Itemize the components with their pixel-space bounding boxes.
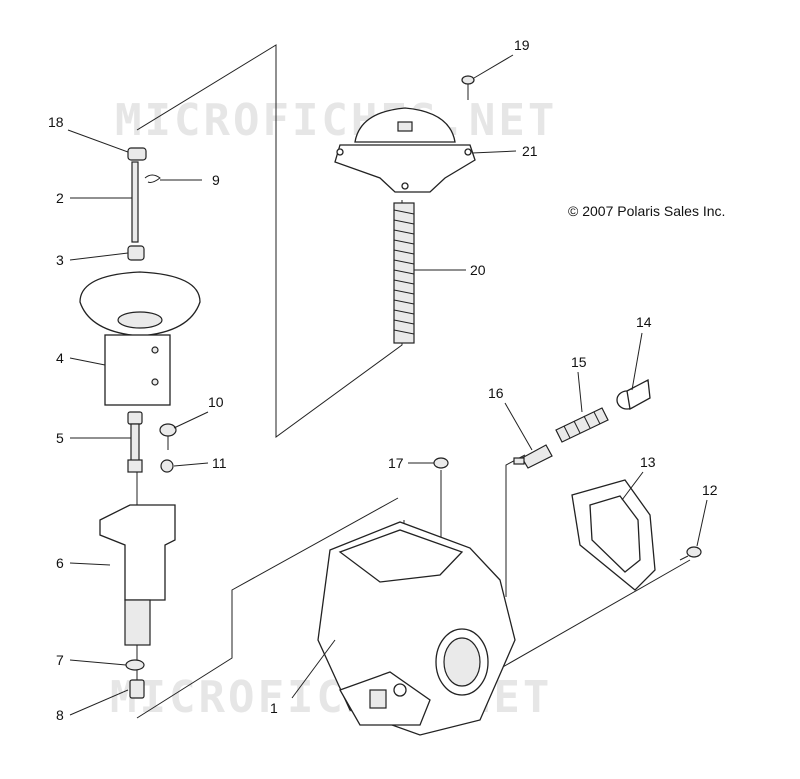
callout-5: 5: [56, 430, 64, 446]
callout-10: 10: [208, 394, 224, 410]
jet-needle-2[interactable]: [131, 161, 139, 243]
callout-19: 19: [514, 37, 530, 53]
screw-19[interactable]: [461, 75, 475, 100]
callout-20: 20: [470, 262, 486, 278]
needle-jet-5[interactable]: [127, 411, 143, 473]
callout-16: 16: [488, 385, 504, 401]
callout-1: 1: [270, 700, 278, 716]
spring-15[interactable]: [555, 407, 609, 443]
e-clip-9[interactable]: [144, 174, 161, 183]
callout-3: 3: [56, 252, 64, 268]
nut-18[interactable]: [127, 147, 147, 161]
screw-12[interactable]: [679, 546, 702, 561]
callout-7: 7: [56, 652, 64, 668]
callout-14: 14: [636, 314, 652, 330]
copyright-text: © 2007 Polaris Sales Inc.: [568, 203, 725, 219]
cap-14[interactable]: [616, 378, 651, 411]
gasket-13[interactable]: [571, 479, 656, 591]
carburetor-top-cover-21[interactable]: [334, 107, 476, 193]
callout-4: 4: [56, 350, 64, 366]
spring-20[interactable]: [393, 202, 415, 344]
callout-6: 6: [56, 555, 64, 571]
starter-plunger-16[interactable]: [513, 444, 553, 469]
watermark-top: MICROFICHES.NET: [115, 95, 557, 146]
callout-18: 18: [48, 114, 64, 130]
lock-washer-11[interactable]: [160, 459, 174, 473]
callout-11: 11: [212, 455, 227, 471]
main-jet-8[interactable]: [129, 679, 145, 699]
callout-17: 17: [388, 455, 404, 471]
callout-12: 12: [702, 482, 718, 498]
callout-13: 13: [640, 454, 656, 470]
o-ring-7[interactable]: [125, 659, 145, 671]
callout-15: 15: [571, 354, 587, 370]
screw-10[interactable]: [159, 423, 177, 450]
spacer-3[interactable]: [127, 245, 145, 261]
leader-lines: [67, 54, 708, 716]
callout-numbers: 1 2 3 4 5 6 7 8 9 10 11 12 13 14 15 16 1…: [48, 37, 718, 723]
pilot-screw-17[interactable]: [433, 457, 449, 469]
callout-20-21-top: 21: [522, 143, 538, 159]
diaphragm-slide-4[interactable]: [79, 271, 201, 406]
needle-holder-6[interactable]: [99, 504, 176, 646]
callout-9: 9: [212, 172, 220, 188]
callout-8: 8: [56, 707, 64, 723]
carburetor-body-1[interactable]: [317, 521, 516, 736]
callout-2: 2: [56, 190, 64, 206]
